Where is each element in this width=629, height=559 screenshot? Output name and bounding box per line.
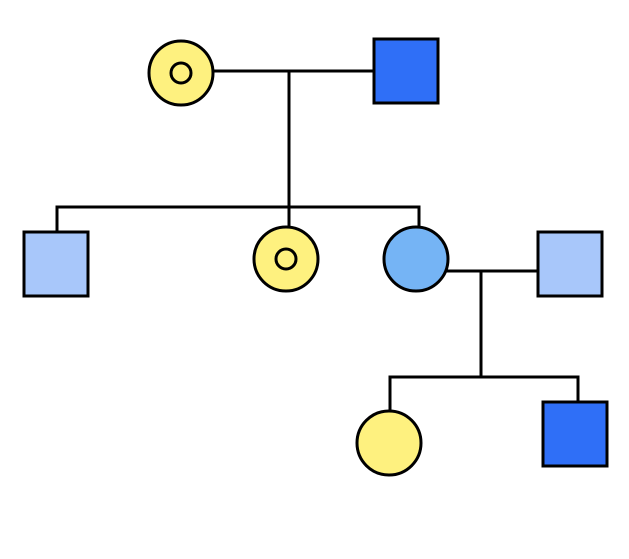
male-gen2-son (22, 230, 90, 298)
male-square (372, 37, 440, 105)
individuals (22, 37, 609, 477)
female-gen3-daughter (355, 409, 423, 477)
male-square (536, 230, 604, 298)
relationship-lines (55, 69, 580, 413)
carrier-marker (274, 247, 298, 271)
female-circle (382, 225, 450, 293)
female-circle (355, 409, 423, 477)
female-circle (252, 225, 320, 293)
female-gen2-daughter (382, 225, 450, 293)
female-gen2-daughter-carrier (252, 225, 320, 293)
female-gen1-female (147, 39, 215, 107)
female-circle (147, 39, 215, 107)
male-gen2-spouse (536, 230, 604, 298)
male-square (22, 230, 90, 298)
carrier-marker (169, 61, 193, 85)
male-gen1-male (372, 37, 440, 105)
male-gen3-son (541, 400, 609, 468)
male-square (541, 400, 609, 468)
